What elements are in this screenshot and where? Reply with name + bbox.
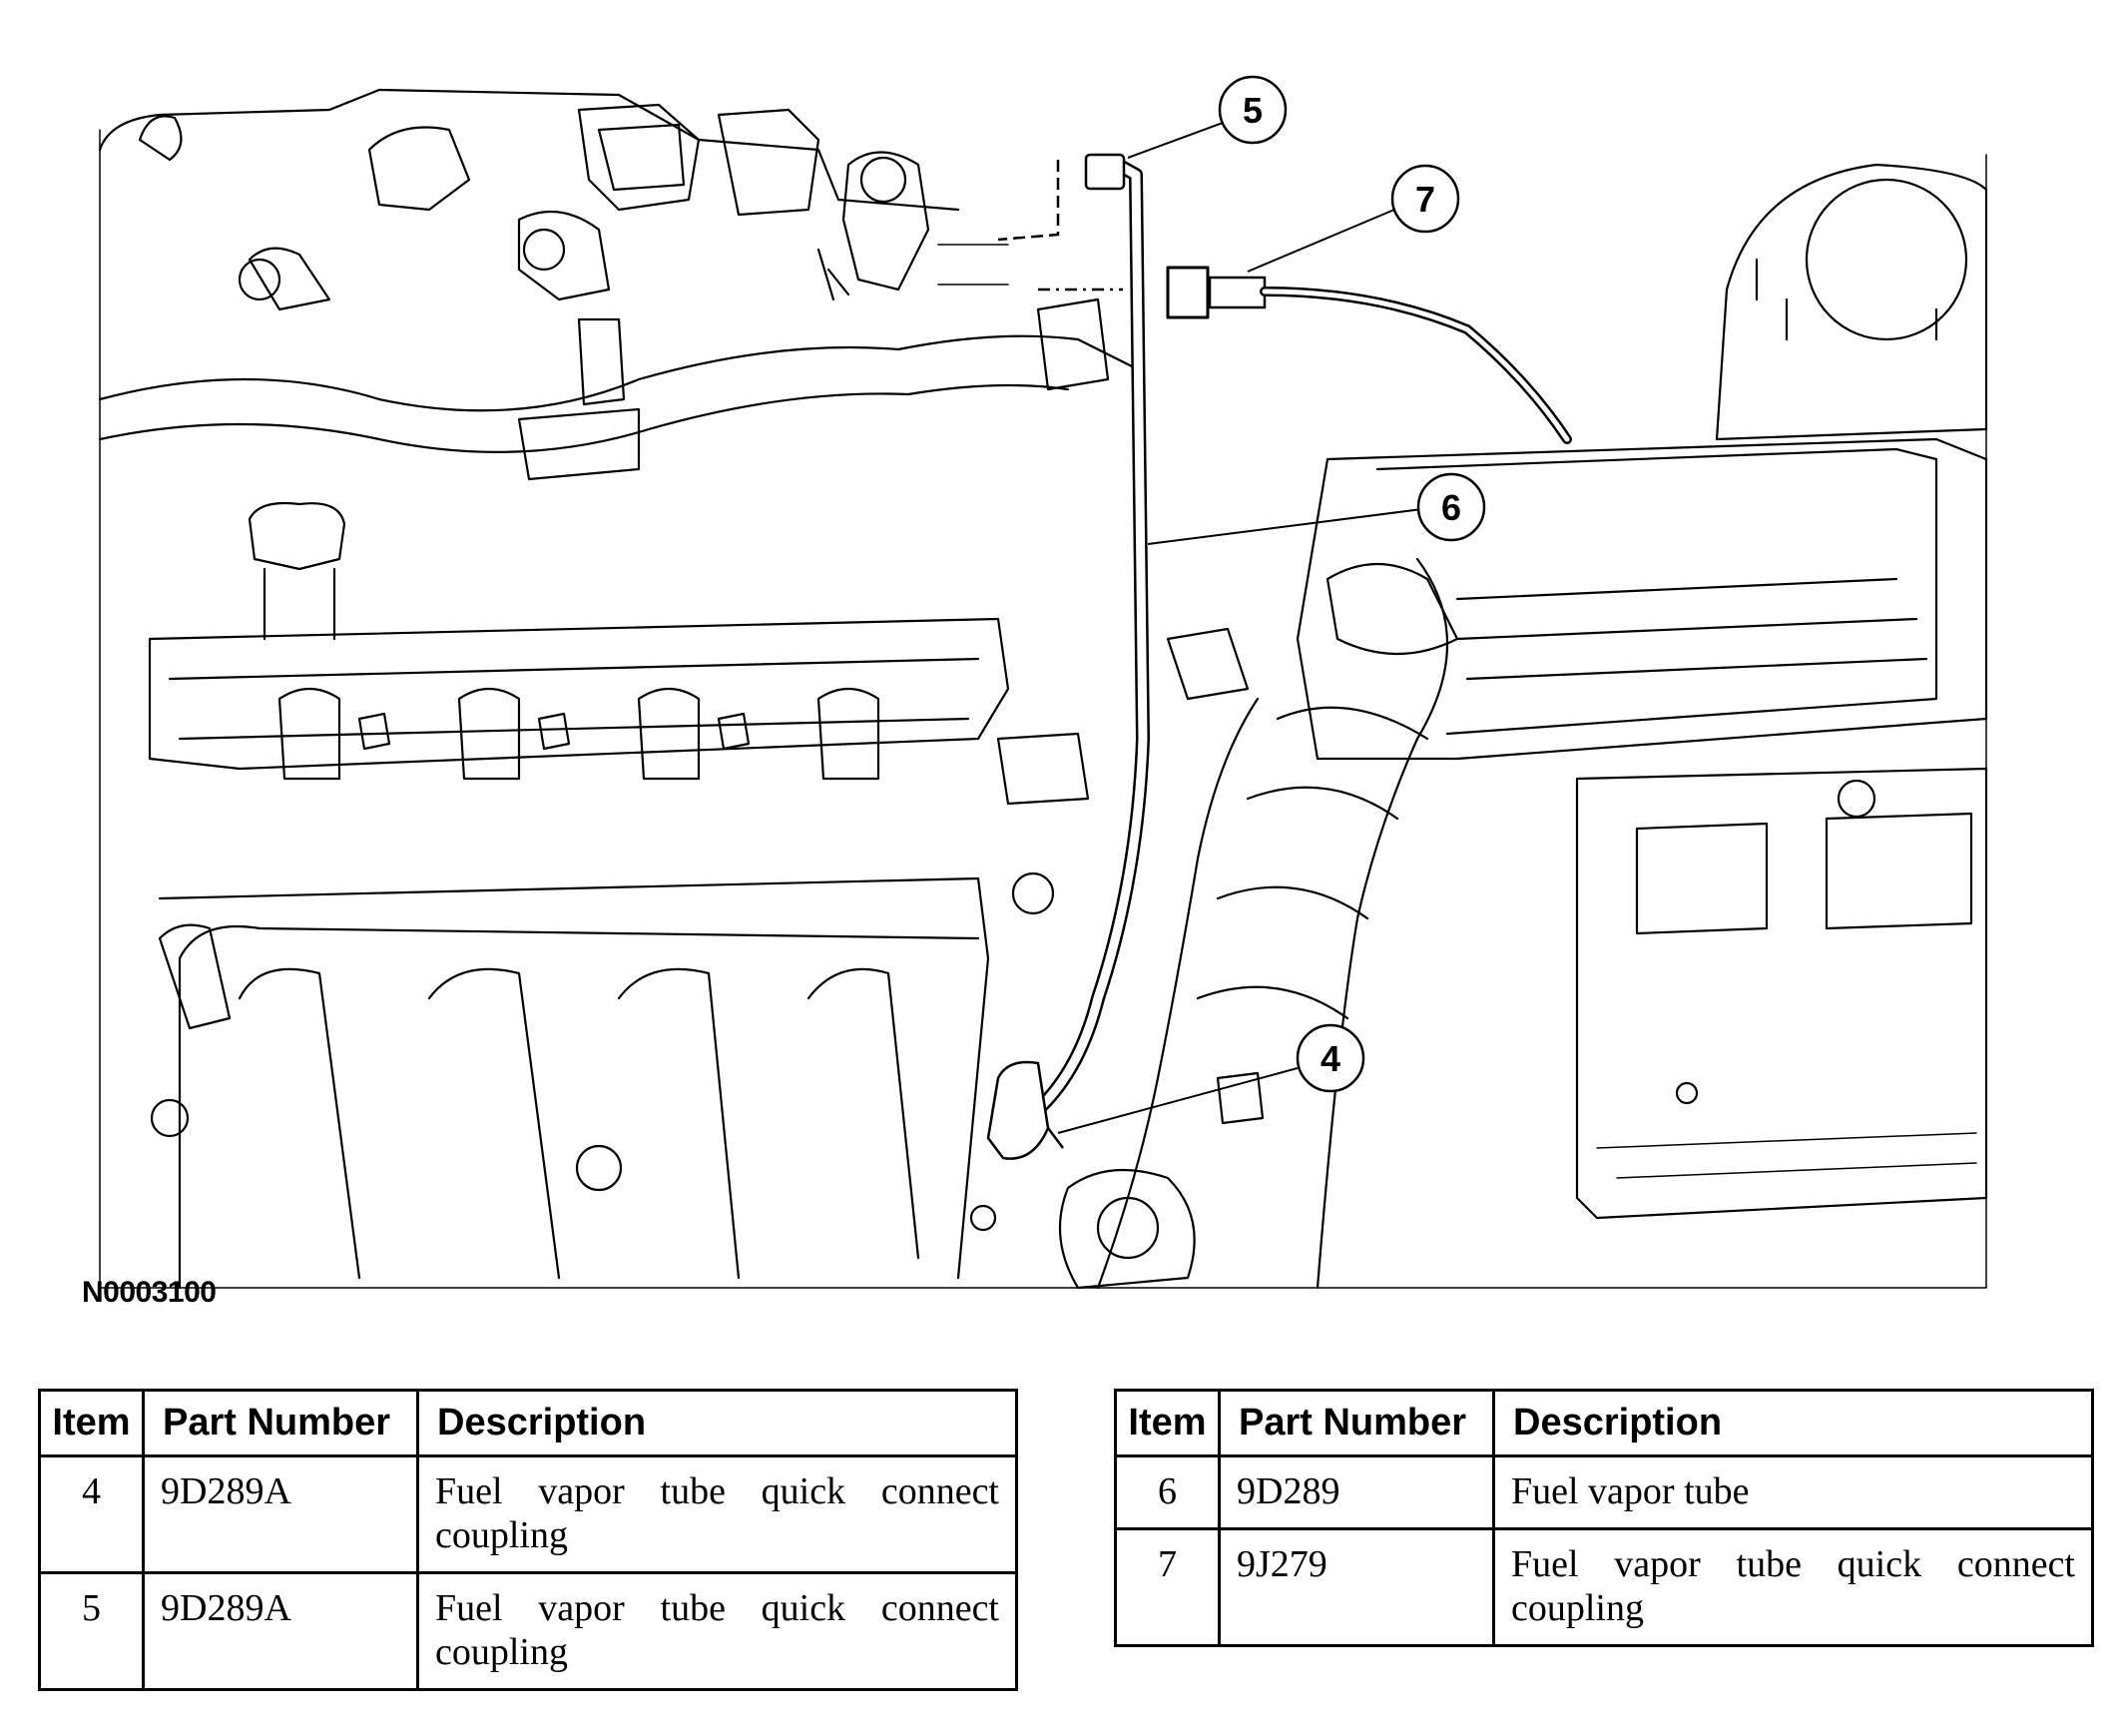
parts-table-left: Item Part Number Description 4 9D289A Fu…: [38, 1389, 1018, 1691]
header-description: Description: [416, 1389, 1018, 1457]
svg-text:6: 6: [1441, 487, 1461, 528]
cell-description: Fuel vapor tube quick connect coupling: [416, 1571, 1018, 1691]
table-row: 5 9D289A Fuel vapor tube quick connect c…: [38, 1571, 1018, 1691]
valve-cover: [148, 617, 1010, 771]
engine-compartment-diagram: 5 7 6 4: [98, 75, 1988, 1290]
leader-line-7: [1247, 209, 1395, 273]
svg-text:4: 4: [1321, 1038, 1340, 1079]
air-intake-duct: [1096, 557, 1448, 1290]
air-cleaner-lid: [1296, 437, 1988, 761]
cell-description: Fuel vapor tube quick connect coupling: [1492, 1527, 2094, 1647]
header-item: Item: [38, 1389, 145, 1457]
cell-part-number: 9J279: [1218, 1527, 1495, 1647]
table-row: 6 9D289 Fuel vapor tube: [1114, 1454, 2094, 1530]
cell-description: Fuel vapor tube quick connect coupling: [416, 1454, 1018, 1574]
table-header-row: Item Part Number Description: [1114, 1389, 2094, 1457]
figure-id: N0003100: [82, 1276, 217, 1309]
fuel-vapor-tube: [1021, 158, 1150, 1125]
callout-5: 5: [1218, 75, 1288, 145]
quick-connect-coupling-7: [1166, 266, 1572, 444]
cell-part-number: 9D289: [1218, 1454, 1495, 1530]
firewall-cowl: [98, 88, 960, 212]
svg-text:7: 7: [1415, 179, 1435, 220]
cell-item: 4: [38, 1454, 145, 1574]
svg-text:5: 5: [1243, 90, 1263, 131]
table-row: 4 9D289A Fuel vapor tube quick connect c…: [38, 1454, 1018, 1574]
header-item: Item: [1114, 1389, 1221, 1457]
quick-connect-coupling-5: [997, 153, 1126, 291]
leader-line-5: [1127, 122, 1224, 159]
cell-description: Fuel vapor tube: [1492, 1454, 2094, 1530]
quick-connect-coupling-4: [986, 1060, 1064, 1160]
callout-4: 4: [1296, 1023, 1365, 1093]
parts-table-right: Item Part Number Description 6 9D289 Fue…: [1114, 1389, 2094, 1647]
header-description: Description: [1492, 1389, 2094, 1457]
strut-tower: [1715, 163, 1988, 441]
leader-line-6: [1147, 508, 1423, 545]
purge-valve: [841, 151, 930, 291]
cell-part-number: 9D289A: [142, 1571, 419, 1691]
throttle-body: [1058, 1168, 1196, 1290]
battery: [1575, 767, 1988, 1220]
callout-7: 7: [1390, 164, 1460, 234]
cell-part-number: 9D289A: [142, 1454, 419, 1574]
wiring-harness: [98, 334, 1140, 453]
cell-item: 5: [38, 1571, 145, 1691]
leader-line-4: [1057, 1067, 1299, 1134]
callout-6: 6: [1416, 472, 1486, 542]
ignition-coils: [277, 688, 880, 781]
oil-filler-cap: [248, 501, 346, 571]
table-row: 7 9J279 Fuel vapor tube quick connect co…: [1114, 1527, 2094, 1647]
header-part-number: Part Number: [1218, 1389, 1495, 1457]
cell-item: 6: [1114, 1454, 1221, 1530]
header-part-number: Part Number: [142, 1389, 419, 1457]
table-header-row: Item Part Number Description: [38, 1389, 1018, 1457]
intake-manifold: [158, 876, 990, 1290]
cell-item: 7: [1114, 1527, 1221, 1647]
